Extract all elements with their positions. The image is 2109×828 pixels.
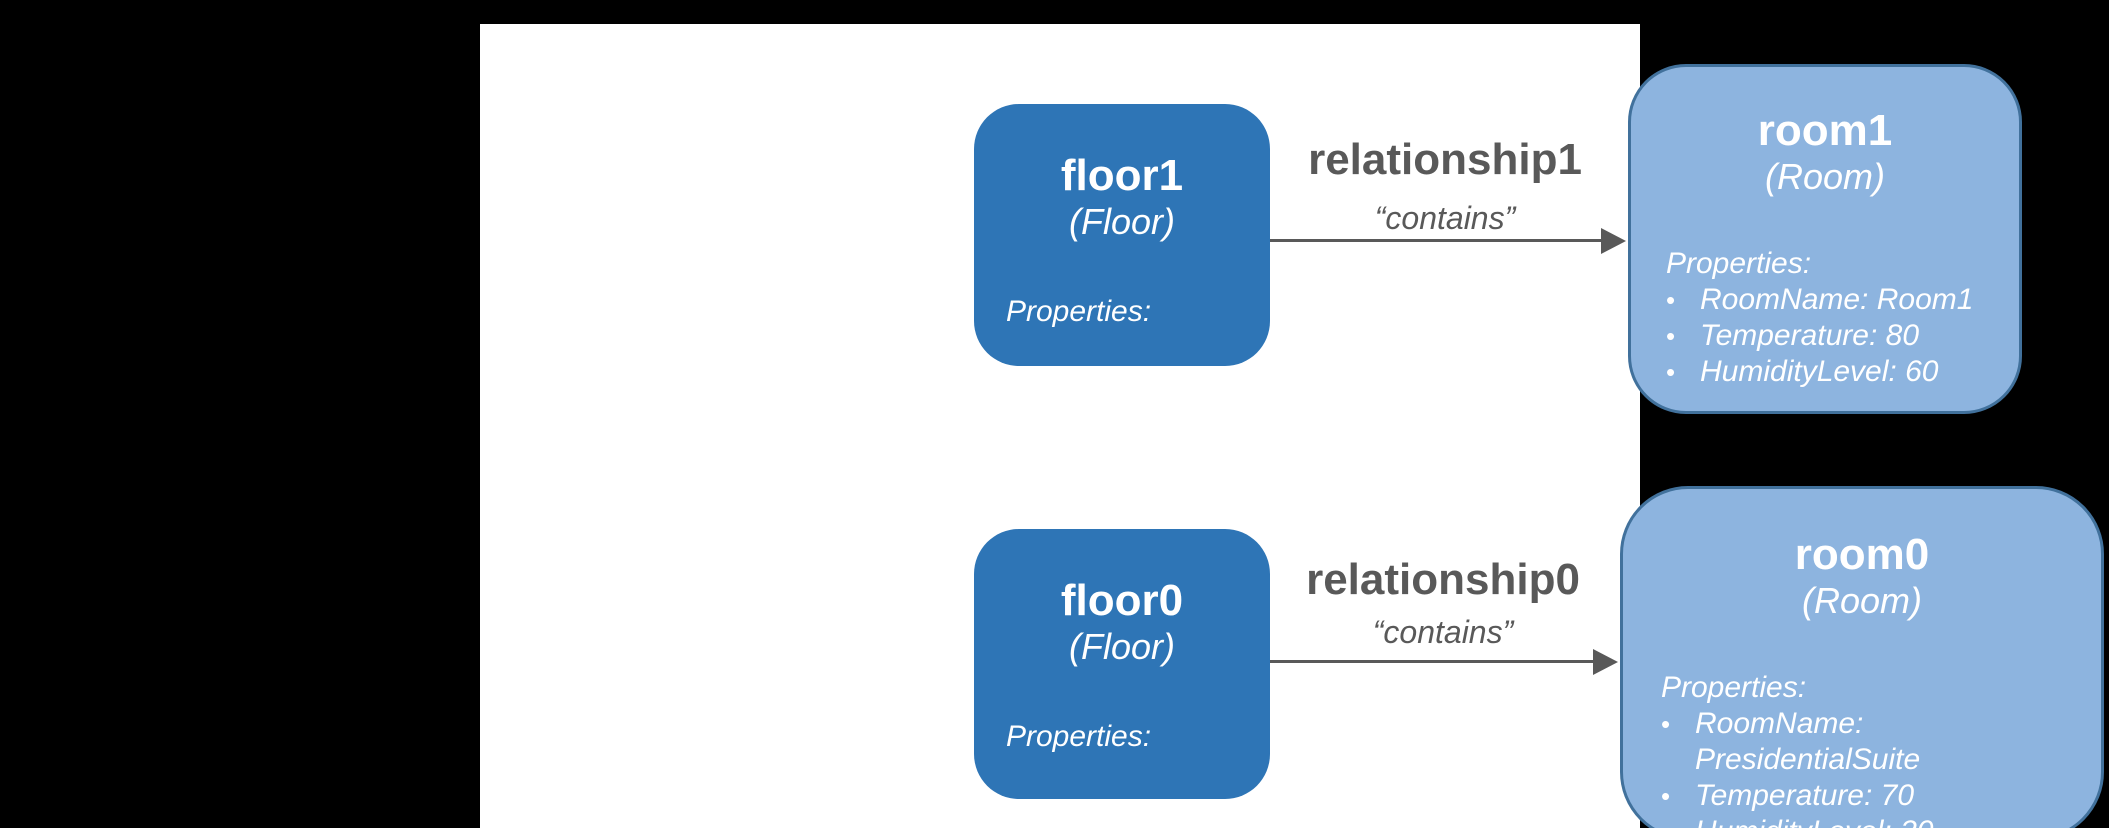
node-room0: room0 (Room) Properties: • RoomName: Pre… — [1620, 486, 2104, 828]
bullet-icon: • — [1661, 814, 1695, 828]
bullet-icon: • — [1661, 781, 1671, 811]
node-title: room0 — [1794, 530, 1930, 579]
node-type-label: (Room) — [1764, 156, 1885, 197]
bullet-icon: • — [1666, 285, 1676, 315]
relationship0-arrow-line — [1270, 660, 1593, 663]
property-text: RoomName: Room1 — [1700, 283, 1974, 316]
property-text: RoomName: PresidentialSuite — [1695, 707, 1921, 776]
property-item: • HumidityLevel: 60 — [1666, 354, 2009, 390]
relationship1-arrow-line — [1270, 239, 1601, 242]
node-floor0: floor0 (Floor) Properties: — [974, 529, 1270, 799]
relationship1-arrow-head-icon — [1601, 228, 1626, 254]
property-text: Temperature: 70 — [1695, 779, 1915, 812]
node-type-label: (Floor) — [1069, 201, 1175, 242]
property-item: • Temperature: 80 — [1666, 318, 2009, 354]
node-title: room1 — [1757, 106, 1893, 155]
properties-label: Properties: — [1661, 671, 1807, 704]
node-room1: room1 (Room) Properties: • RoomName: Roo… — [1628, 64, 2022, 414]
node-floor1: floor1 (Floor) Properties: — [974, 104, 1270, 366]
property-text: HumidityLevel: 60 — [1700, 355, 1939, 388]
relationship1-verb: “contains” — [1374, 200, 1516, 236]
properties-block: Properties: • RoomName: PresidentialSuit… — [1661, 670, 2091, 828]
relationship0-arrow-head-icon — [1593, 649, 1618, 675]
node-type-label: (Floor) — [1069, 626, 1175, 667]
property-text: HumidityLevel: 30 — [1695, 814, 1933, 828]
property-item: • HumidityLevel: 30 — [1661, 814, 2091, 828]
relationship0-label: relationship0 — [1306, 555, 1580, 604]
property-text: Temperature: 80 — [1700, 319, 1920, 352]
properties-label: Properties: — [1006, 295, 1152, 328]
properties-label: Properties: — [1666, 247, 1812, 280]
node-title: floor1 — [1060, 151, 1184, 200]
property-item: • Temperature: 70 — [1661, 778, 2091, 814]
property-item: • RoomName: Room1 — [1666, 282, 2009, 318]
relationship0-verb: “contains” — [1372, 614, 1514, 650]
properties-block: Properties: • RoomName: Room1 • Temperat… — [1666, 246, 2009, 390]
slide-canvas: floor1 (Floor) Properties: relationship1… — [480, 24, 2104, 828]
node-title: floor0 — [1060, 576, 1184, 625]
bullet-icon: • — [1666, 357, 1676, 387]
bullet-icon: • — [1666, 321, 1676, 351]
bullet-icon: • — [1661, 709, 1671, 739]
node-type-label: (Room) — [1801, 580, 1922, 621]
relationship1-label: relationship1 — [1308, 135, 1582, 184]
properties-label: Properties: — [1006, 720, 1152, 753]
property-item: • RoomName: PresidentialSuite — [1661, 706, 2091, 778]
